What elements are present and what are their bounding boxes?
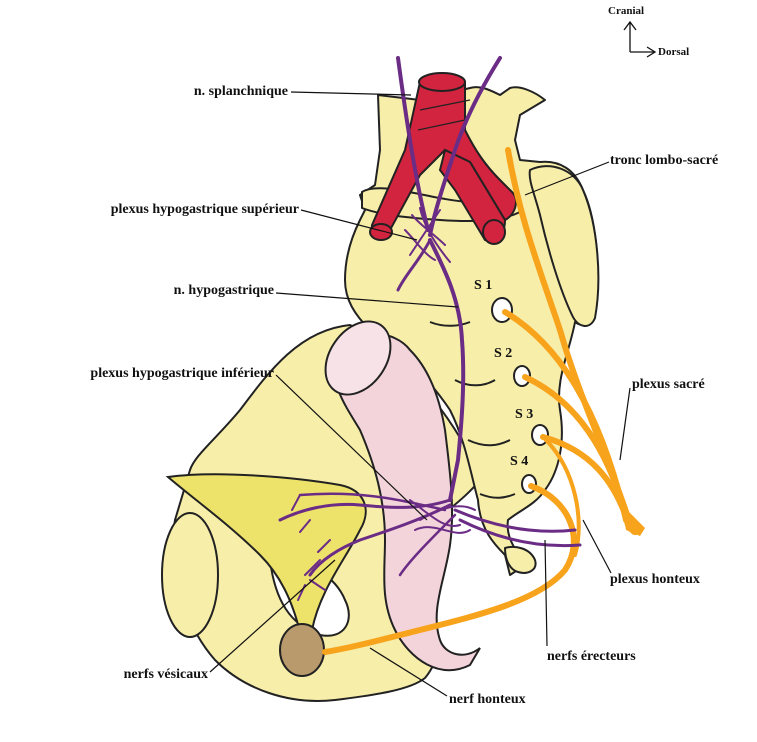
splanchnic-nerve-right	[428, 56, 502, 237]
rectum-opening	[324, 320, 392, 396]
label-s2: S 2	[494, 346, 512, 361]
label-honteux-plexus: plexus honteux	[610, 572, 700, 587]
dorsal-arrow	[630, 46, 657, 58]
aorta-top	[418, 72, 466, 92]
anatomical-labels: n. splanchnique plexus hypogastrique sup…	[90, 84, 718, 707]
foramen-labels: S 1 S 2 S 3 S 4	[474, 278, 533, 469]
plexus-sacre-fan	[622, 505, 645, 536]
vessels	[369, 72, 517, 245]
sacral-lines	[429, 321, 516, 499]
label-hypo-sup: plexus hypogastrique supérieur	[111, 202, 299, 217]
label-vesicaux: nerfs vésicaux	[124, 667, 208, 682]
iliac-wing	[528, 165, 600, 327]
leader-lines	[209, 91, 631, 697]
hypogastric-nerve	[428, 238, 466, 502]
label-s4: S 4	[510, 454, 528, 469]
label-s1: S 1	[474, 278, 492, 293]
dorsal-label: Dorsal	[658, 46, 689, 58]
sacral-plexus	[322, 147, 640, 655]
label-erecteurs: nerfs érecteurs	[547, 649, 636, 664]
label-s3: S 3	[515, 407, 533, 422]
label-splanchnique: n. splanchnique	[194, 84, 288, 99]
splanchnic-nerve-left	[396, 56, 430, 232]
right-iliac-end	[482, 219, 506, 245]
orientation-indicator: Cranial Dorsal	[608, 5, 689, 58]
pubic-oval	[161, 512, 219, 638]
label-tronc: tronc lombo-sacré	[610, 153, 718, 168]
left-iliac-end	[369, 223, 393, 241]
pudendal-nerve	[322, 483, 577, 655]
cranial-label: Cranial	[608, 5, 644, 17]
urethra-root	[279, 623, 325, 677]
foramen-s1	[491, 297, 513, 323]
label-hypo-inf: plexus hypogastrique inférieur	[90, 366, 274, 381]
coccyx	[504, 545, 537, 574]
foramen-s2	[513, 365, 531, 387]
bladder	[165, 473, 367, 677]
autonomic-nerves	[278, 56, 582, 601]
erector-nerves	[453, 508, 582, 548]
label-hypogastrique: n. hypogastrique	[174, 283, 274, 298]
bladder-cone	[165, 473, 367, 634]
label-sacre: plexus sacré	[632, 377, 705, 392]
cranial-arrow	[623, 20, 637, 52]
label-honteux-nerf: nerf honteux	[449, 692, 526, 707]
